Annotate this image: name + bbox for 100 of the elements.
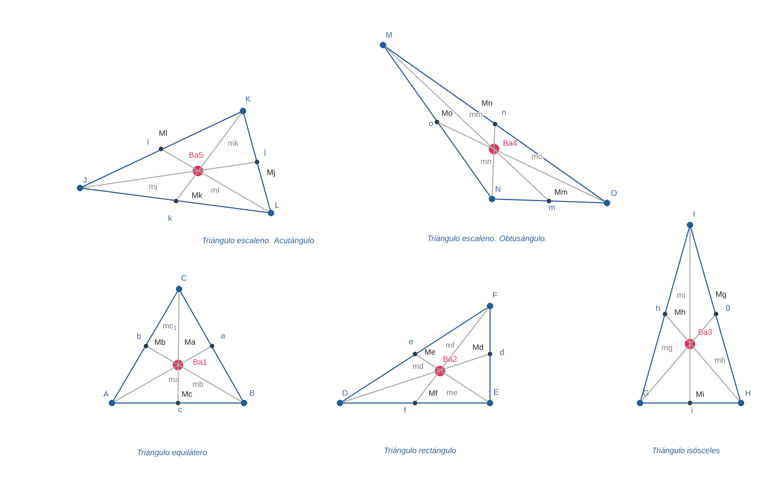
vertex-point: K (240, 96, 251, 114)
edge-label: md (412, 362, 424, 370)
triangle-side (385, 46, 605, 202)
node-label: C (182, 275, 187, 281)
vertex-point: J (76, 177, 86, 192)
midpoint: Mm (546, 189, 568, 204)
midpoint: Mj (254, 160, 275, 177)
median-line (162, 150, 269, 212)
midpoint: Ma (185, 339, 214, 348)
vertex-point: D (336, 390, 348, 406)
centroid-point: Ba5 (190, 152, 204, 176)
vertex-point: I (686, 211, 694, 228)
edge-label: mo (530, 154, 544, 160)
median-line (384, 46, 548, 200)
midpoint: Me (412, 349, 436, 356)
midpoint: Mk (174, 192, 202, 204)
midpoint: Mo (434, 110, 452, 124)
node-label: J (83, 177, 86, 183)
edge-label: mi (676, 292, 686, 298)
median-line (438, 122, 605, 202)
vertex-point: E (486, 389, 498, 406)
median-line (666, 315, 740, 402)
median-line (178, 292, 180, 402)
node-label: Md (473, 344, 484, 350)
midpoint: Mn (482, 100, 498, 126)
vertex-point: B (240, 390, 254, 406)
node-label: D (342, 390, 348, 396)
caption: Triángulo isósceles (652, 447, 720, 455)
centroid-point: Ba4 (488, 140, 517, 154)
edge-label: j (264, 148, 266, 156)
node-label: A (103, 391, 109, 397)
node-label: Ba5 (190, 152, 203, 158)
edge-label: l (146, 138, 150, 146)
node-label: Mn (482, 100, 492, 106)
node-label: N (496, 186, 500, 192)
triangle-side (82, 112, 241, 188)
midpoint: Mh (662, 309, 686, 316)
node-label: M (386, 32, 392, 38)
node-label: F (493, 292, 498, 298)
median-line (82, 162, 256, 188)
edge-label: a (220, 333, 226, 339)
node-label: Mi (696, 391, 704, 397)
edge-label: mf (444, 342, 456, 348)
node-label: Ma (185, 339, 196, 345)
caption: Triángulo rectángulo (384, 447, 456, 455)
node-label: O (611, 190, 617, 196)
node-label: Ba3 (698, 329, 712, 335)
node-label: Mh (675, 309, 686, 315)
node-label: B (250, 390, 254, 396)
edge-label: e (408, 339, 414, 345)
median-line (416, 354, 488, 402)
edge-label: mg (660, 345, 674, 353)
median-line (148, 346, 242, 402)
vertex-point: C (176, 275, 187, 292)
triangle-side (384, 47, 491, 197)
vertex-point: L (268, 202, 279, 216)
median-line (114, 346, 210, 402)
median-line (176, 113, 242, 200)
vertex-point: A (103, 391, 116, 406)
midpoint: Mf (412, 390, 438, 406)
node-label: Me (425, 349, 436, 355)
edge-label: mc$_{1}$ (162, 324, 178, 330)
triangle-side (342, 307, 488, 402)
edge-label: i (690, 406, 694, 414)
median-line (342, 354, 488, 402)
median-line (642, 315, 715, 402)
midpoint: Mg (714, 291, 726, 316)
midpoint: Md (473, 344, 492, 356)
edge-label: me (446, 390, 458, 396)
node-label: Mg (716, 291, 726, 299)
edge-label: d (499, 348, 505, 356)
edge-label: f (403, 406, 407, 414)
caption: Triángulo escaleno. Acutángulo (202, 237, 314, 245)
triangle-side (114, 402, 242, 404)
edge-label: mh (714, 356, 726, 364)
edge-label: h (655, 304, 661, 312)
edge-label: k (167, 214, 173, 222)
triangle-side (342, 402, 488, 404)
triangle-side (642, 402, 738, 404)
node-label: Ba4 (504, 140, 517, 146)
node-label: Ba1 (194, 359, 207, 365)
node-label: Mc (182, 391, 192, 397)
edge-label: mb (192, 380, 204, 388)
edge-label: m (548, 205, 556, 211)
edge-label: b (136, 332, 142, 340)
node-label: Ml (159, 130, 167, 136)
midpoint: Ml (158, 130, 167, 152)
midpoint: Mc (176, 391, 192, 406)
node-label: Mk (192, 192, 202, 198)
node-label: Mb (155, 339, 166, 345)
vertex-point: N (488, 186, 500, 202)
node-label: Mf (429, 390, 438, 396)
median-line (492, 126, 496, 196)
caption: Triángulo equilátero (138, 449, 207, 457)
edge-label: ml (210, 186, 220, 194)
node-label: Mj (267, 169, 275, 177)
edge-label: c (177, 407, 183, 413)
triangle-side (180, 291, 243, 401)
vertex-point: M (380, 32, 392, 48)
midpoint: Mi (688, 391, 704, 406)
